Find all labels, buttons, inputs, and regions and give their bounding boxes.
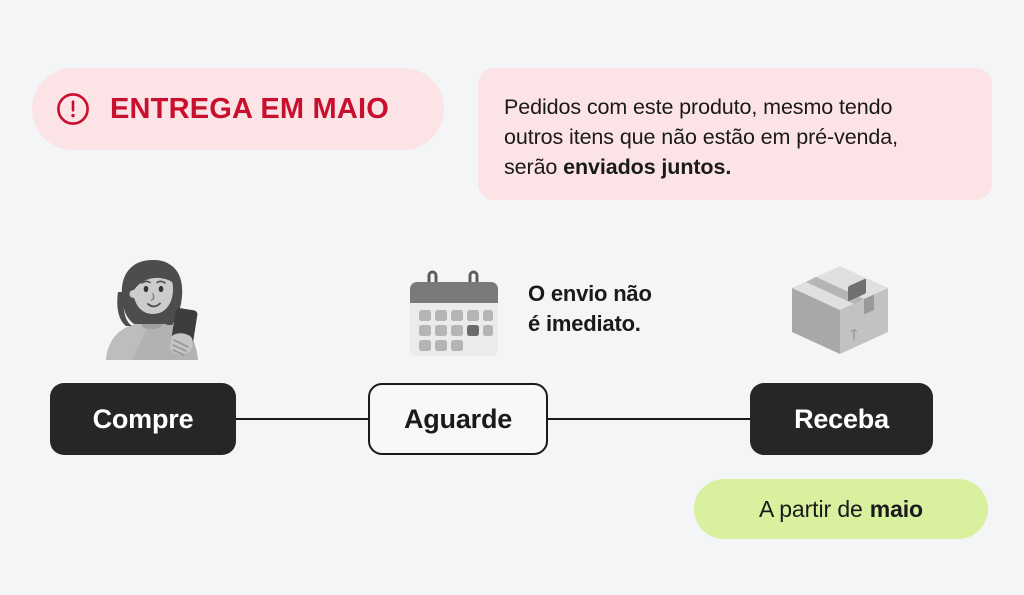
availability-prefix: A partir de [758,495,863,522]
exclamation-circle-icon [56,92,90,126]
step-receba[interactable]: Receba [750,383,933,455]
step-compre[interactable]: Compre [50,383,236,455]
info-line-3-bold: enviados juntos. [563,155,732,179]
step-connector-1 [228,418,374,420]
woman-with-phone-illustration [88,252,212,360]
delivery-alert-badge: ENTREGA EM MAIO [32,68,444,150]
shipping-delay-line-2: é imediato. [528,311,641,336]
cardboard-box-illustration [786,262,894,358]
preorder-info-box: Pedidos com este produto, mesmo tendo ou… [478,68,992,200]
shipping-delay-line-1: O envio não [528,281,652,306]
calendar-icon [404,270,504,358]
alert-title: ENTREGA EM MAIO [110,92,390,125]
preorder-info-text: Pedidos com este produto, mesmo tendo ou… [504,92,966,182]
shipping-delay-note: O envio não é imediato. [528,279,718,339]
info-line-3-plain: serão [504,155,564,179]
step-aguarde[interactable]: Aguarde [368,383,548,455]
info-line-2: outros itens que não estão em pré-venda, [504,125,899,149]
info-line-1: Pedidos com este produto, mesmo tendo [504,95,893,119]
availability-month: maio [869,495,924,522]
step-connector-2 [542,418,754,420]
